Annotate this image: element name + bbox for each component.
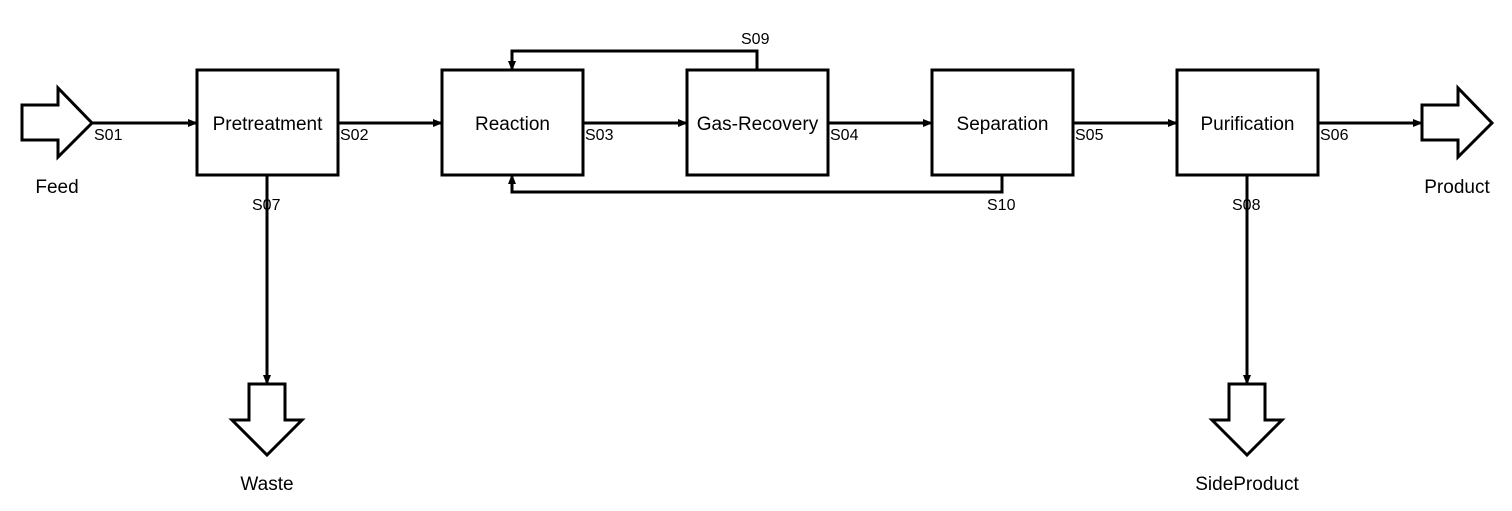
side-product-arrow-icon <box>1208 382 1286 458</box>
stream-s04-label: S04 <box>830 127 859 144</box>
stream-s10-label: S10 <box>987 197 1016 214</box>
stream-s06-label: S06 <box>1320 127 1349 144</box>
separation-label: Separation <box>957 114 1049 135</box>
stream-s09-recycle-line <box>508 49 759 71</box>
product-label: Product <box>1424 177 1490 198</box>
purification-unit <box>1175 68 1320 177</box>
pretreatment-label: Pretreatment <box>213 114 324 135</box>
gas-recovery-label: Gas-Recovery <box>697 114 819 135</box>
waste-label: Waste <box>240 474 293 495</box>
stream-s01-label: S01 <box>94 127 123 144</box>
gas-recovery-unit <box>685 68 830 177</box>
side-product-label: SideProduct <box>1195 474 1299 495</box>
stream-s03-label: S03 <box>585 127 614 144</box>
stream-s07-label: S07 <box>252 197 281 214</box>
product-arrow-icon <box>1420 84 1495 161</box>
purification-label: Purification <box>1201 114 1295 135</box>
feed-label: Feed <box>35 177 78 198</box>
stream-s10-recycle-line <box>508 174 1004 194</box>
waste-arrow-icon <box>228 382 306 458</box>
stream-s02-label: S02 <box>340 127 369 144</box>
separation-unit <box>930 68 1075 177</box>
pretreatment-unit <box>195 68 340 177</box>
reaction-label: Reaction <box>475 114 550 135</box>
stream-s05-label: S05 <box>1075 127 1104 144</box>
feed-arrow-icon <box>20 84 95 161</box>
stream-s08-label: S08 <box>1232 197 1261 214</box>
reaction-unit <box>440 68 585 177</box>
stream-s09-label: S09 <box>741 31 770 48</box>
